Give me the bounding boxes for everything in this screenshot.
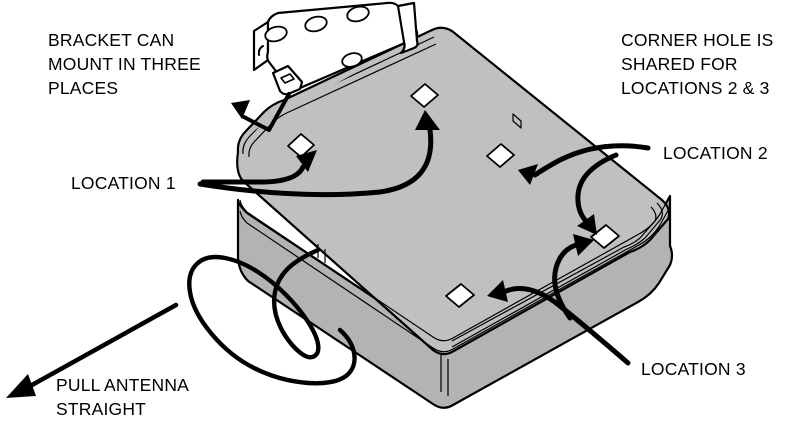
bracket-hole-2 (304, 15, 328, 33)
antenna-note-line-2: STRAIGHT (56, 399, 146, 419)
bracket-notch (257, 45, 264, 56)
enclosure-parting-line-2 (239, 206, 671, 353)
bracket-foot-slot (280, 73, 295, 84)
corner-note-line-1: CORNER HOLE IS (621, 30, 774, 50)
location-3-arrow-head-a (487, 280, 508, 302)
location-1-arrow-head (296, 150, 317, 172)
label-location-3: LOCATION 3 (641, 359, 746, 379)
bracket-note-line-1: BRACKET CAN (48, 30, 174, 50)
mount-hole-corner-shared (590, 224, 620, 249)
mount-hole-location-1 (287, 133, 315, 158)
pull-antenna-arrow (6, 302, 179, 398)
location-2-arrow-head-b (577, 214, 597, 235)
location-1-upper-leader (197, 110, 440, 198)
bracket-left-flange (252, 20, 270, 72)
label-location-2: LOCATION 2 (663, 143, 768, 163)
enclosure-latch-detail-2 (440, 355, 449, 396)
callout-corner-note: CORNER HOLE IS SHARED FOR LOCATIONS 2 & … (621, 30, 774, 98)
label-location-1: LOCATION 1 (71, 173, 176, 193)
bracket-arrow-head (231, 100, 250, 119)
pull-antenna-arrow-head (6, 374, 36, 398)
bracket-note-line-3: PLACES (48, 78, 118, 98)
bracket-hole-1 (264, 25, 288, 43)
bracket-placement-arrow (231, 92, 291, 132)
mount-hole-lower (445, 283, 475, 308)
location-2-arrow-head-a (518, 164, 538, 185)
location-2-leader (518, 143, 651, 235)
mount-hole-middle (486, 143, 515, 168)
mount-hole-group (287, 83, 620, 308)
enclosure-rim-tab (512, 113, 522, 129)
bracket-right-flange (396, 1, 419, 55)
location-1-upper-arrow-head (415, 110, 440, 130)
bracket-hole-4 (341, 52, 363, 68)
location-3-leader (487, 234, 631, 366)
bracket-foot-left (271, 64, 304, 96)
transmitter-enclosure (236, 26, 674, 409)
callout-bracket-note: BRACKET CAN MOUNT IN THREE PLACES (48, 30, 201, 98)
mounting-bracket (252, 1, 419, 96)
callout-antenna-note: PULL ANTENNA STRAIGHT (56, 375, 189, 419)
bracket-hole-3 (346, 5, 370, 23)
corner-note-line-3: LOCATIONS 2 & 3 (621, 78, 770, 98)
location-3-arrow-head-b (573, 234, 594, 256)
coiled-antenna-wire (187, 247, 357, 386)
location-1-leader (200, 150, 317, 185)
corner-note-line-2: SHARED FOR (621, 54, 738, 74)
mount-hole-top (410, 83, 439, 108)
antenna-note-line-1: PULL ANTENNA (56, 375, 189, 395)
enclosure-parting-line (239, 195, 671, 342)
bracket-note-line-2: MOUNT IN THREE (48, 54, 201, 74)
